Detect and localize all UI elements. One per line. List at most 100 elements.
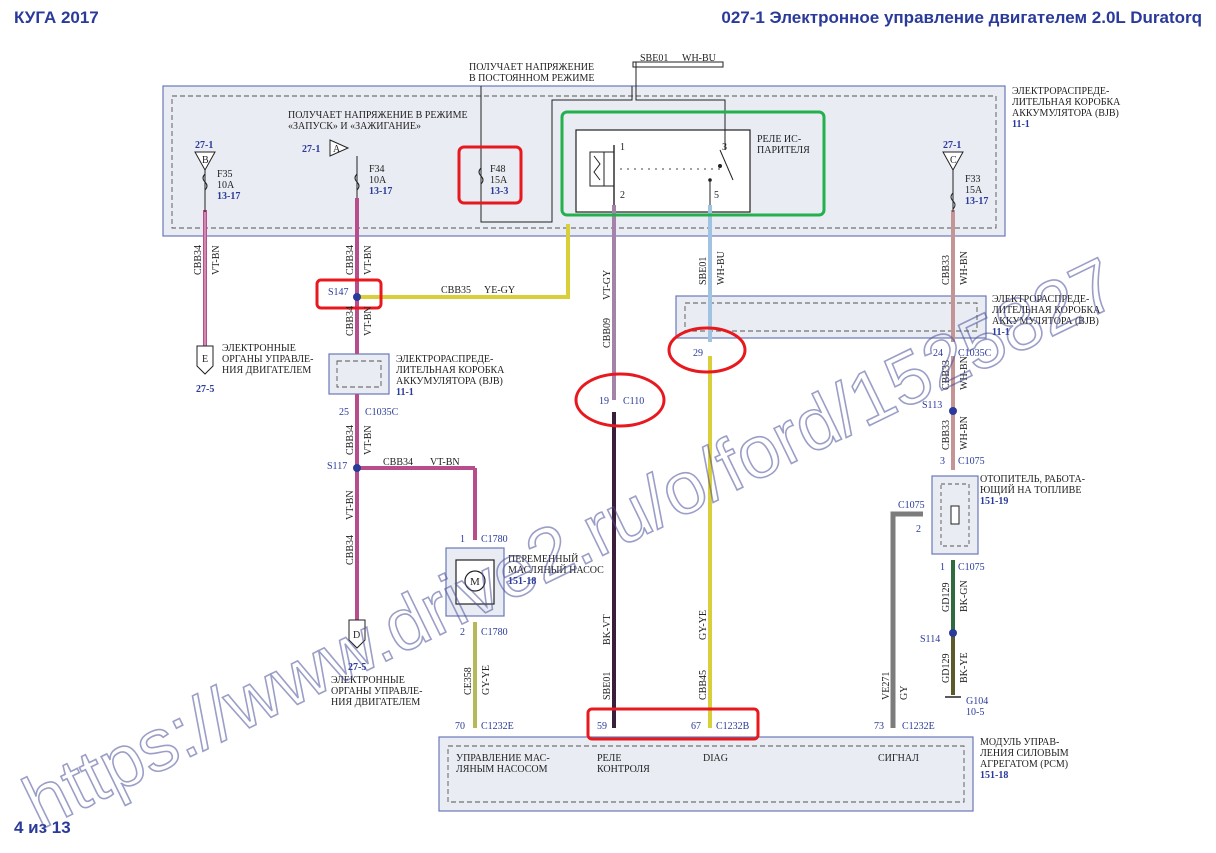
sbe01-top-stub	[632, 61, 724, 68]
splice-label-s117: S117	[327, 461, 347, 472]
fuse-f33-src: 27-1	[943, 140, 961, 151]
svg-text:BK-GN: BK-GN	[959, 580, 970, 612]
engine-d-label-2: ОРГАНЫ УПРАВЛЕ-	[331, 686, 422, 697]
pcm-label-3: АГРЕГАТОМ (PCM)	[980, 759, 1068, 770]
svg-text:GY-YE: GY-YE	[698, 610, 709, 640]
wire-label-whbu-top: WH-BU	[682, 53, 717, 64]
heater-label-1: ОТОПИТЕЛЬ, РАБОТА-	[980, 474, 1085, 485]
engine-d-label-1: ЭЛЕКТРОННЫЕ	[331, 675, 405, 686]
wire-sbe01-top	[635, 62, 726, 145]
svg-text:GY-YE: GY-YE	[481, 665, 492, 695]
conn-c1780-1-pin: 1	[460, 534, 465, 545]
fuse-f34-letter: A	[333, 144, 341, 155]
conn-c1780-2-pin: 2	[460, 627, 465, 638]
wire-label-vtbn-h: VT-BN	[430, 457, 460, 468]
svg-text:CBB33: CBB33	[941, 360, 952, 390]
svg-text:CBB45: CBB45	[698, 670, 709, 700]
fuse-f48-ref: 13-3	[490, 186, 508, 197]
splice-s147	[353, 293, 361, 301]
pcm-func-signal: СИГНАЛ	[878, 753, 919, 764]
fuse-f33-letter: C	[950, 155, 957, 166]
wire-f48-feed	[480, 86, 633, 223]
splice-s117	[353, 464, 361, 472]
conn-67-name: C1232B	[716, 721, 750, 732]
fuse-f34-name: F34	[369, 164, 385, 175]
bjb-small-ref: 11-1	[396, 387, 414, 398]
splice-label-s114: S114	[920, 634, 940, 645]
bjb-small-label-1: ЭЛЕКТРОРАСПРЕДЕ-	[396, 354, 493, 365]
conn-59-pin: 59	[597, 721, 607, 732]
fuse-f48-name: F48	[490, 164, 506, 175]
svg-text:GD129: GD129	[941, 654, 952, 683]
svg-text:CBB34: CBB34	[193, 245, 204, 275]
terminal-e-letter: E	[202, 354, 208, 365]
highlight-relay	[560, 110, 826, 217]
conn-67-pin: 67	[691, 721, 701, 732]
wire-ve271	[890, 511, 923, 728]
conn-70-pin: 70	[455, 721, 465, 732]
fuse-f34-ref: 13-17	[369, 186, 392, 197]
svg-text:WH-BU: WH-BU	[716, 250, 727, 285]
svg-text:CBB09: CBB09	[602, 318, 613, 348]
engine-e-label-3: НИЯ ДВИГАТЕЛЕМ	[222, 365, 311, 376]
wire-cbb35	[357, 224, 570, 299]
heater-box	[931, 475, 979, 555]
conn-24-pin: 24	[933, 348, 943, 359]
ground-name: G104	[966, 696, 988, 707]
fuse-f35-ref: 13-17	[217, 191, 240, 202]
terminal-d-letter: D	[353, 630, 360, 641]
pcm-label-2: ЛЕНИЯ СИЛОВЫМ	[980, 748, 1069, 759]
engine-e-label-2: ОРГАНЫ УПРАВЛЕ-	[222, 354, 313, 365]
relay-label-1: РЕЛЕ ИС-	[757, 134, 801, 145]
conn-73-name: C1232E	[902, 721, 935, 732]
oil-pump-label-1: ПЕРЕМЕННЫЙ	[508, 553, 578, 565]
svg-text:CBB34: CBB34	[345, 306, 356, 336]
fuse-f35-rating: 10A	[217, 180, 235, 191]
conn-25-name: C1035C	[365, 407, 399, 418]
wire-label-sbe01-top: SBE01	[640, 53, 668, 64]
conn-c1075-3-pin: 3	[940, 456, 945, 467]
bjb-top-label-1: ЭЛЕКТРОРАСПРЕДЕ-	[1012, 86, 1109, 97]
relay-label-2: ПАРИТЕЛЯ	[757, 145, 810, 156]
svg-text:SBE01: SBE01	[698, 257, 709, 285]
svg-text:VT-BN: VT-BN	[363, 245, 374, 275]
page-counter: 4 из 13	[14, 818, 71, 837]
conn-73-pin: 73	[874, 721, 884, 732]
note-start-1: ПОЛУЧАЕТ НАПРЯЖЕНИЕ В РЕЖИМЕ	[288, 110, 468, 121]
conn-24-name: C1035C	[958, 348, 992, 359]
pcm-func-oil-1: УПРАВЛЕНИЕ МАС-	[456, 753, 550, 764]
svg-text:GD129: GD129	[941, 583, 952, 612]
oil-pump-box: M	[445, 547, 505, 617]
bjb-top-label-2: ЛИТЕЛЬНАЯ КОРОБКА	[1012, 97, 1121, 108]
bjb-mid-label-3: АККУМУЛЯТОРА (BJB)	[992, 316, 1099, 327]
bjb-mid-label-2: ЛИТЕЛЬНАЯ КОРОБКА	[992, 305, 1101, 316]
wire-label-cbb35: CBB35	[441, 285, 471, 296]
note-constant-1: ПОЛУЧАЕТ НАПРЯЖЕНИЕ	[469, 62, 594, 73]
pcm-ref: 151-18	[980, 770, 1008, 781]
header-model: КУГА 2017	[14, 8, 99, 27]
ground-ref: 10-5	[966, 707, 984, 718]
fuse-f48-symbol	[478, 167, 484, 185]
fuse-f33-rating: 15A	[965, 185, 983, 196]
bjb-mid-label-1: ЭЛЕКТРОРАСПРЕДЕ-	[992, 294, 1089, 305]
note-constant-2: В ПОСТОЯННОМ РЕЖИМЕ	[469, 73, 594, 84]
highlight-c1232b	[586, 707, 760, 741]
bjb-small-box	[328, 353, 390, 395]
fuse-f35-letter: B	[202, 155, 209, 166]
heater-label-2: ЮЩИЙ НА ТОПЛИВЕ	[980, 484, 1081, 496]
heater-ref: 151-19	[980, 496, 1008, 507]
splice-s113	[949, 407, 957, 415]
svg-text:WH-BN: WH-BN	[959, 416, 970, 450]
svg-text:VT-BN: VT-BN	[345, 490, 356, 520]
svg-text:CBB34: CBB34	[345, 245, 356, 275]
svg-text:CE358: CE358	[463, 667, 474, 695]
conn-c1075-1-pin: 1	[940, 562, 945, 573]
bjb-top-label-3: АККУМУЛЯТОРА (BJB)	[1012, 108, 1119, 119]
conn-c110-pin: 19	[599, 396, 609, 407]
svg-text:BK-YE: BK-YE	[959, 652, 970, 683]
relay-pin-1: 1	[620, 142, 625, 153]
terminal-e-shape	[196, 345, 214, 375]
svg-text:VT-GY: VT-GY	[602, 270, 613, 300]
fuse-f33-ref: 13-17	[965, 196, 988, 207]
